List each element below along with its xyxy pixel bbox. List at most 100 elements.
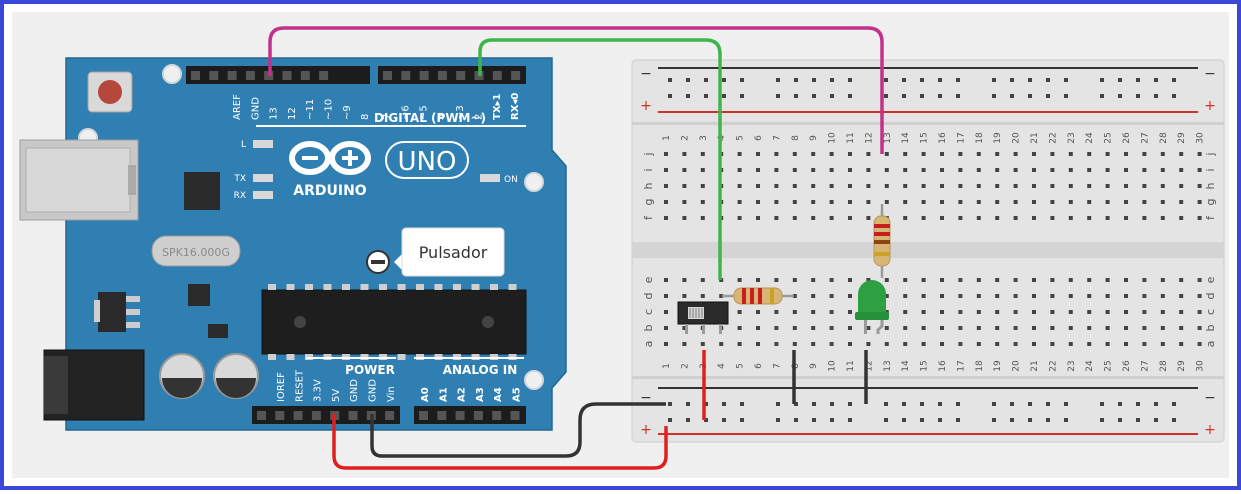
wire-pin13[interactable]	[268, 26, 884, 154]
wire-5v[interactable]	[332, 414, 668, 470]
breadboard-hole	[664, 168, 668, 172]
rail-hole	[902, 402, 906, 406]
rail-hole	[1046, 94, 1050, 98]
column-number: 28	[1159, 360, 1169, 372]
regulator-pin	[126, 296, 140, 302]
header-hole	[492, 71, 502, 80]
rail-hole	[704, 94, 708, 98]
rail-hole	[956, 418, 960, 422]
breadboard-hole	[1087, 168, 1092, 172]
breadboard-hole	[866, 216, 871, 220]
breadboard-hole	[903, 216, 908, 220]
analog-pin-label: A3	[475, 387, 486, 402]
rail-hole	[704, 418, 708, 422]
breadboard-hole	[829, 200, 834, 204]
breadboard-hole	[995, 152, 1000, 156]
mounting-hole	[524, 370, 544, 390]
wires	[268, 26, 884, 470]
breadboard-hole	[958, 326, 963, 330]
rail-hole	[1028, 402, 1032, 406]
column-number: 26	[1122, 360, 1132, 372]
breadboard-hole	[756, 200, 760, 204]
rail-hole	[920, 418, 924, 422]
breadboard-hole	[903, 294, 908, 298]
breadboard-hole	[1160, 310, 1165, 314]
breadboard-hole	[1087, 278, 1092, 282]
led-body	[858, 280, 886, 316]
rail-hole	[1118, 418, 1122, 422]
ic-pin	[508, 284, 517, 290]
rail-hole	[956, 78, 960, 82]
breadboard-hole	[682, 326, 687, 330]
breadboard-hole	[1032, 294, 1036, 298]
rail-hole	[1154, 94, 1158, 98]
breadboard-hole	[1179, 294, 1184, 298]
breadboard-hole	[774, 326, 779, 330]
ic-pin	[416, 284, 424, 290]
wire-pin2[interactable]	[478, 38, 722, 280]
tooltip-pointer	[394, 236, 402, 276]
breadboard-hole	[719, 294, 724, 298]
breadboard-hole	[774, 152, 779, 156]
reset-button[interactable]	[98, 80, 122, 104]
usb-connector-inner	[25, 147, 131, 213]
column-number: 20	[1012, 360, 1022, 372]
breadboard-hole	[792, 168, 797, 172]
breadboard[interactable]: − − + + − − + + 112233445566778899101011…	[631, 59, 1225, 443]
rail-minus-label: −	[640, 390, 652, 406]
rail-plus-label: +	[1204, 98, 1216, 114]
breadboard-hole	[848, 278, 852, 282]
breadboard-hole	[1087, 184, 1092, 188]
breadboard-hole	[1050, 184, 1055, 188]
breadboard-hole	[866, 342, 871, 346]
breadboard-hole	[1087, 200, 1092, 204]
breadboard-hole	[756, 278, 760, 282]
rail-hole	[686, 78, 690, 82]
tooltip-box	[401, 227, 505, 277]
breadboard-hole	[1142, 342, 1147, 346]
breadboard-hole	[1197, 168, 1202, 172]
rail-hole	[740, 418, 744, 422]
row-letter: f	[1204, 215, 1217, 220]
breadboard-hole	[811, 342, 816, 346]
rail-hole	[776, 418, 780, 422]
rail-hole	[920, 78, 924, 82]
breadboard-hole	[884, 326, 889, 330]
breadboard-hole	[940, 278, 944, 282]
rail-hole	[686, 94, 690, 98]
breadboard-hole	[756, 310, 760, 314]
power-pin-label: GND	[349, 379, 360, 402]
breadboard-hole	[774, 184, 779, 188]
breadboard-hole	[884, 342, 889, 346]
breadboard-hole	[1013, 200, 1018, 204]
led-resistor[interactable]	[873, 204, 891, 278]
rail-hole	[1100, 94, 1104, 98]
digital-pin-label: TX▸1	[492, 93, 503, 120]
breadboard-hole	[1197, 294, 1202, 298]
breadboard-hole	[829, 278, 834, 282]
wire-gnd[interactable]	[370, 402, 666, 458]
slide-switch[interactable]	[677, 301, 729, 334]
rail-hole	[1136, 418, 1140, 422]
breadboard-hole	[737, 278, 742, 282]
pulldown-resistor[interactable]	[722, 287, 794, 305]
rail-hole	[1172, 418, 1176, 422]
breadboard-hole	[811, 326, 816, 330]
breadboard-hole	[700, 342, 705, 346]
column-number: 10	[828, 132, 838, 144]
ic-pin	[305, 284, 313, 290]
digital-header-right	[378, 66, 526, 84]
pulsador-tooltip[interactable]: Pulsador	[366, 227, 505, 277]
breadboard-hole	[1087, 294, 1092, 298]
ic-pin	[490, 284, 498, 290]
breadboard-hole	[1105, 326, 1110, 330]
green-led[interactable]	[855, 280, 889, 334]
breadboard-hole	[995, 200, 1000, 204]
breadboard-hole	[1142, 200, 1147, 204]
power-label: POWER	[345, 363, 395, 377]
breadboard-hole	[848, 326, 852, 330]
breadboard-hole	[1197, 278, 1202, 282]
breadboard-hole	[940, 168, 944, 172]
